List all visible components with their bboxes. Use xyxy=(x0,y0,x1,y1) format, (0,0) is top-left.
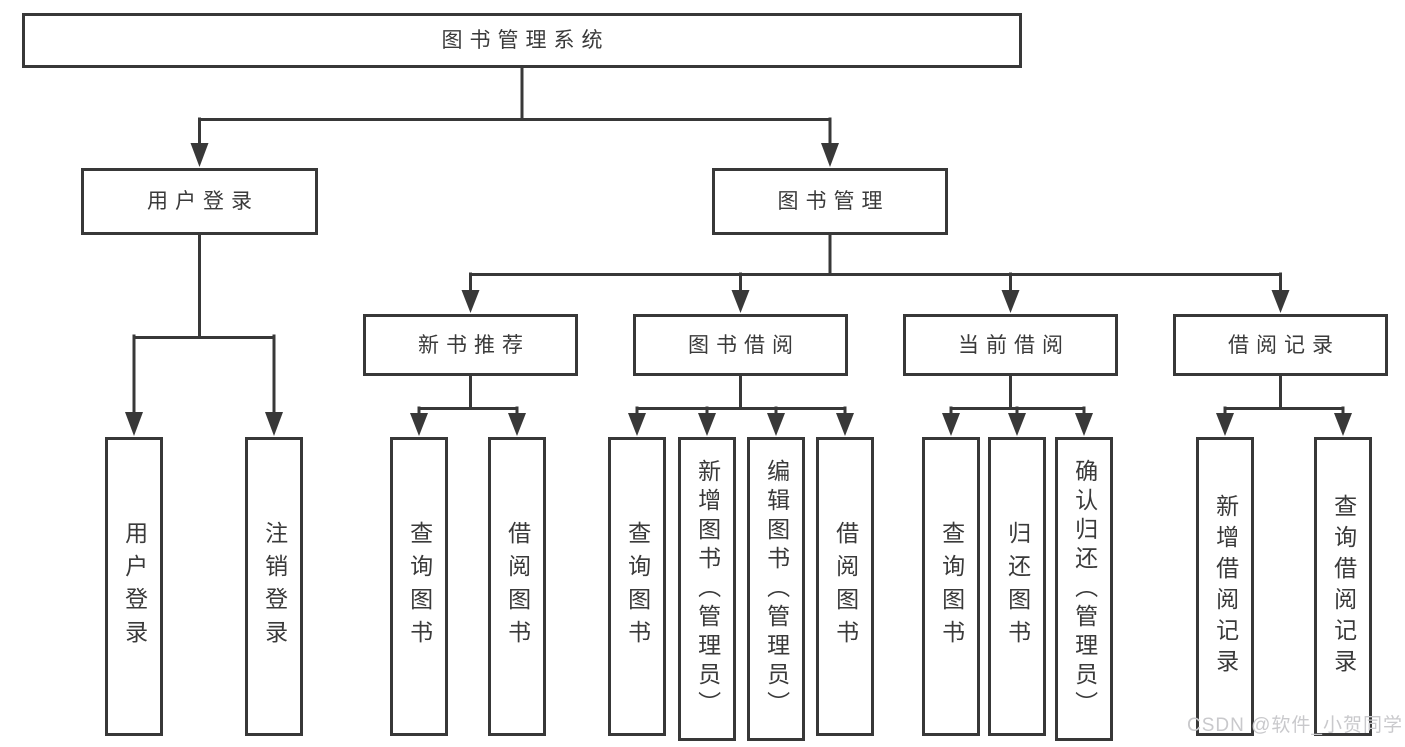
leaf-query-books-borrow: 查询图书 xyxy=(608,437,666,736)
leaf-label: 借阅图书 xyxy=(504,520,531,653)
node-user-login: 用户登录 xyxy=(81,168,318,235)
node-label: 新书推荐 xyxy=(418,333,530,357)
node-label: 当前借阅 xyxy=(958,333,1070,357)
leaf-user-login: 用户登录 xyxy=(105,437,163,736)
leaf-label: 确认归还（管理员） xyxy=(1071,458,1098,720)
leaf-label: 查询借阅记录 xyxy=(1330,493,1357,680)
node-label: 借阅记录 xyxy=(1228,333,1340,357)
node-borrow-records: 借阅记录 xyxy=(1173,314,1388,376)
leaf-label: 查询图书 xyxy=(938,520,965,653)
leaf-label: 借阅图书 xyxy=(832,520,859,653)
node-label: 用户登录 xyxy=(147,190,259,213)
leaf-add-borrow-record: 新增借阅记录 xyxy=(1196,437,1254,736)
node-library-management-system: 图书管理系统 xyxy=(22,13,1022,68)
leaf-confirm-return-admin: 确认归还（管理员） xyxy=(1055,437,1113,741)
leaf-label: 新增图书（管理员） xyxy=(694,458,721,720)
leaf-edit-book-admin: 编辑图书（管理员） xyxy=(747,437,805,741)
csdn-watermark: CSDN @软件_小贺同学 xyxy=(1187,715,1403,736)
leaf-label: 新增借阅记录 xyxy=(1212,493,1239,680)
leaf-label: 查询图书 xyxy=(624,520,651,653)
node-book-management: 图书管理 xyxy=(712,168,948,235)
leaf-logout: 注销登录 xyxy=(245,437,303,736)
leaf-label: 用户登录 xyxy=(121,520,148,653)
node-label: 图书借阅 xyxy=(688,333,800,357)
leaf-query-books-recommend: 查询图书 xyxy=(390,437,448,736)
node-current-borrow: 当前借阅 xyxy=(903,314,1118,376)
leaf-query-books-current: 查询图书 xyxy=(922,437,980,736)
leaf-borrow-books-recommend: 借阅图书 xyxy=(488,437,546,736)
leaf-query-borrow-record: 查询借阅记录 xyxy=(1314,437,1372,736)
leaf-label: 注销登录 xyxy=(261,520,288,653)
node-book-borrow: 图书借阅 xyxy=(633,314,848,376)
leaf-return-book: 归还图书 xyxy=(988,437,1046,736)
leaf-label: 编辑图书（管理员） xyxy=(763,458,790,720)
leaf-label: 归还图书 xyxy=(1004,520,1031,653)
node-new-book-recommend: 新书推荐 xyxy=(363,314,578,376)
leaf-label: 查询图书 xyxy=(406,520,433,653)
node-label: 图书管理系统 xyxy=(441,29,610,52)
leaf-borrow-books: 借阅图书 xyxy=(816,437,874,736)
node-label: 图书管理 xyxy=(777,190,890,213)
leaf-add-book-admin: 新增图书（管理员） xyxy=(678,437,736,741)
